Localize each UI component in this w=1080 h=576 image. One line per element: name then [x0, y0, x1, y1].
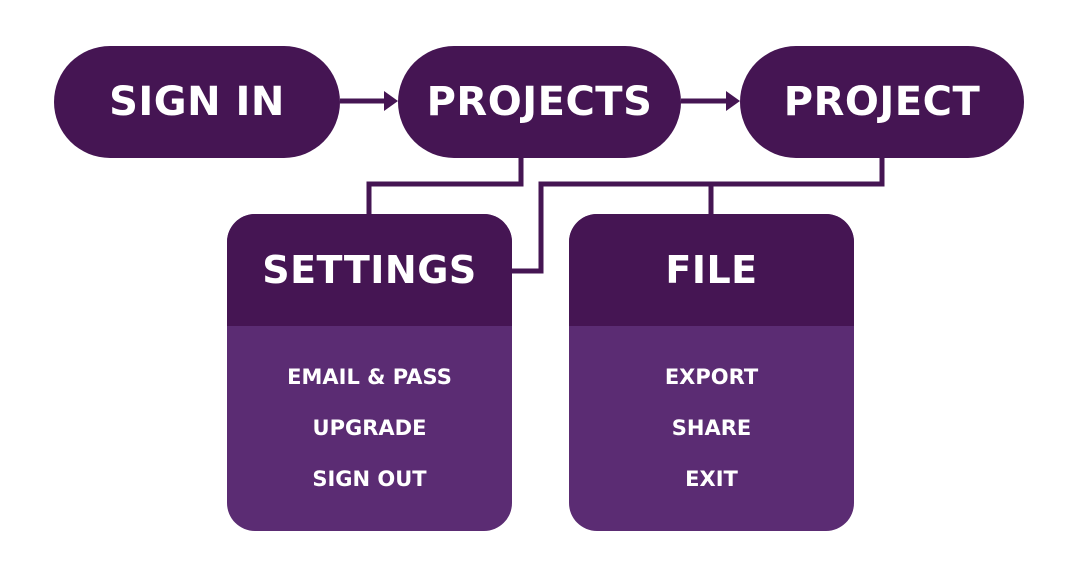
settings-item-upgrade: UPGRADE [312, 416, 427, 440]
file-menu: EXPORT SHARE EXIT [569, 326, 854, 517]
project-node: PROJECT [740, 46, 1024, 158]
sign-in-node: SIGN IN [54, 46, 340, 158]
file-card: FILE EXPORT SHARE EXIT [569, 214, 854, 531]
settings-item-sign-out: SIGN OUT [312, 467, 427, 491]
file-item-share: SHARE [671, 416, 752, 440]
file-item-export: EXPORT [664, 365, 759, 389]
arrow-head-project [726, 91, 740, 111]
connector-project-file [512, 158, 885, 274]
settings-card: SETTINGS EMAIL & PASS UPGRADE SIGN OUT [227, 214, 512, 531]
file-title: FILE [569, 214, 854, 326]
connector-projects-settings [366, 158, 524, 214]
settings-item-email-pass: EMAIL & PASS [287, 365, 452, 389]
settings-title: SETTINGS [227, 214, 512, 326]
projects-node: PROJECTS [398, 46, 681, 158]
settings-menu: EMAIL & PASS UPGRADE SIGN OUT [227, 326, 512, 517]
file-item-exit: EXIT [685, 467, 738, 491]
arrow-head-projects [384, 91, 398, 111]
